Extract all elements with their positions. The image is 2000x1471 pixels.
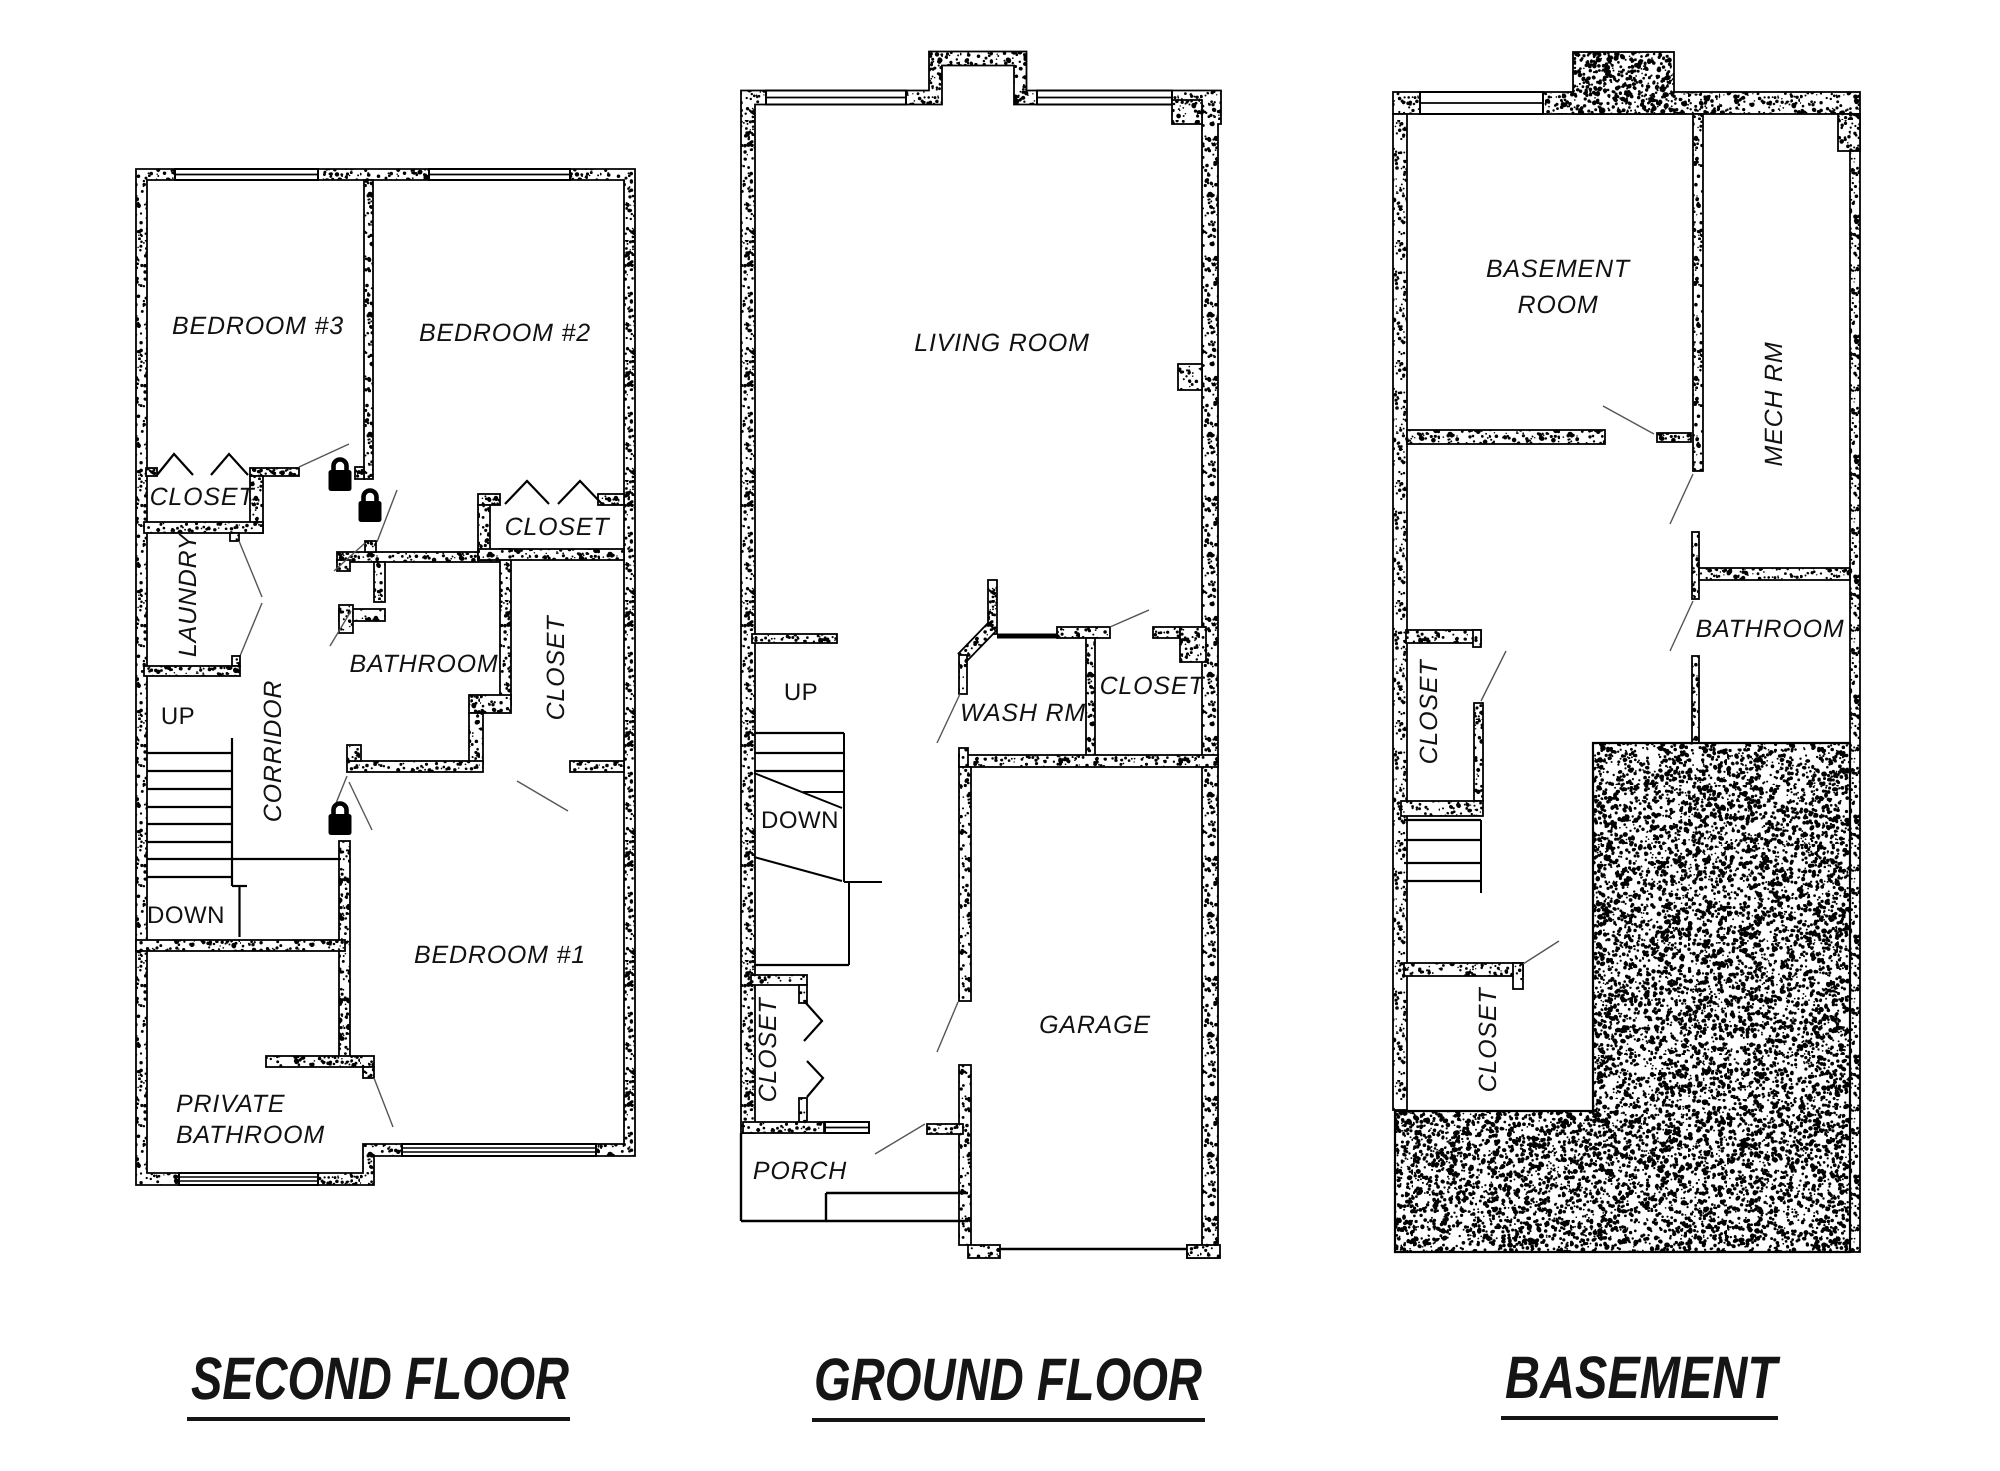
svg-text:BASEMENT: BASEMENT bbox=[1486, 255, 1631, 283]
svg-text:CLOSET: CLOSET bbox=[754, 997, 782, 1103]
svg-text:LIVING ROOM: LIVING ROOM bbox=[914, 329, 1090, 357]
svg-text:DOWN: DOWN bbox=[147, 902, 225, 929]
svg-text:CLOSET: CLOSET bbox=[150, 483, 256, 511]
svg-text:WASH RM: WASH RM bbox=[960, 699, 1086, 727]
svg-text:BEDROOM #1: BEDROOM #1 bbox=[414, 941, 586, 969]
svg-text:BATHROOM: BATHROOM bbox=[350, 650, 499, 678]
svg-text:BEDROOM #2: BEDROOM #2 bbox=[419, 319, 591, 347]
svg-text:CLOSET: CLOSET bbox=[542, 615, 570, 721]
svg-text:BATHROOM: BATHROOM bbox=[176, 1121, 325, 1149]
svg-text:CLOSET: CLOSET bbox=[1100, 672, 1206, 700]
svg-text:LAUNDRY: LAUNDRY bbox=[174, 531, 202, 657]
svg-text:MECH RM: MECH RM bbox=[1760, 341, 1788, 466]
svg-text:CORRIDOR: CORRIDOR bbox=[259, 680, 287, 823]
svg-text:GARAGE: GARAGE bbox=[1039, 1011, 1151, 1039]
svg-text:PORCH: PORCH bbox=[753, 1157, 847, 1185]
svg-text:UP: UP bbox=[784, 679, 818, 706]
svg-text:PRIVATE: PRIVATE bbox=[176, 1090, 285, 1118]
svg-text:CLOSET: CLOSET bbox=[1474, 987, 1502, 1093]
svg-text:DOWN: DOWN bbox=[761, 807, 839, 834]
svg-text:UP: UP bbox=[161, 703, 195, 730]
svg-text:BATHROOM: BATHROOM bbox=[1696, 615, 1845, 643]
svg-text:BASEMENT: BASEMENT bbox=[1505, 1344, 1781, 1411]
svg-text:CLOSET: CLOSET bbox=[1415, 659, 1443, 765]
svg-text:ROOM: ROOM bbox=[1518, 291, 1599, 319]
svg-text:GROUND FLOOR: GROUND FLOOR bbox=[814, 1346, 1202, 1413]
svg-text:CLOSET: CLOSET bbox=[505, 513, 611, 541]
svg-text:BEDROOM #3: BEDROOM #3 bbox=[172, 312, 344, 340]
svg-text:SECOND FLOOR: SECOND FLOOR bbox=[191, 1345, 569, 1412]
